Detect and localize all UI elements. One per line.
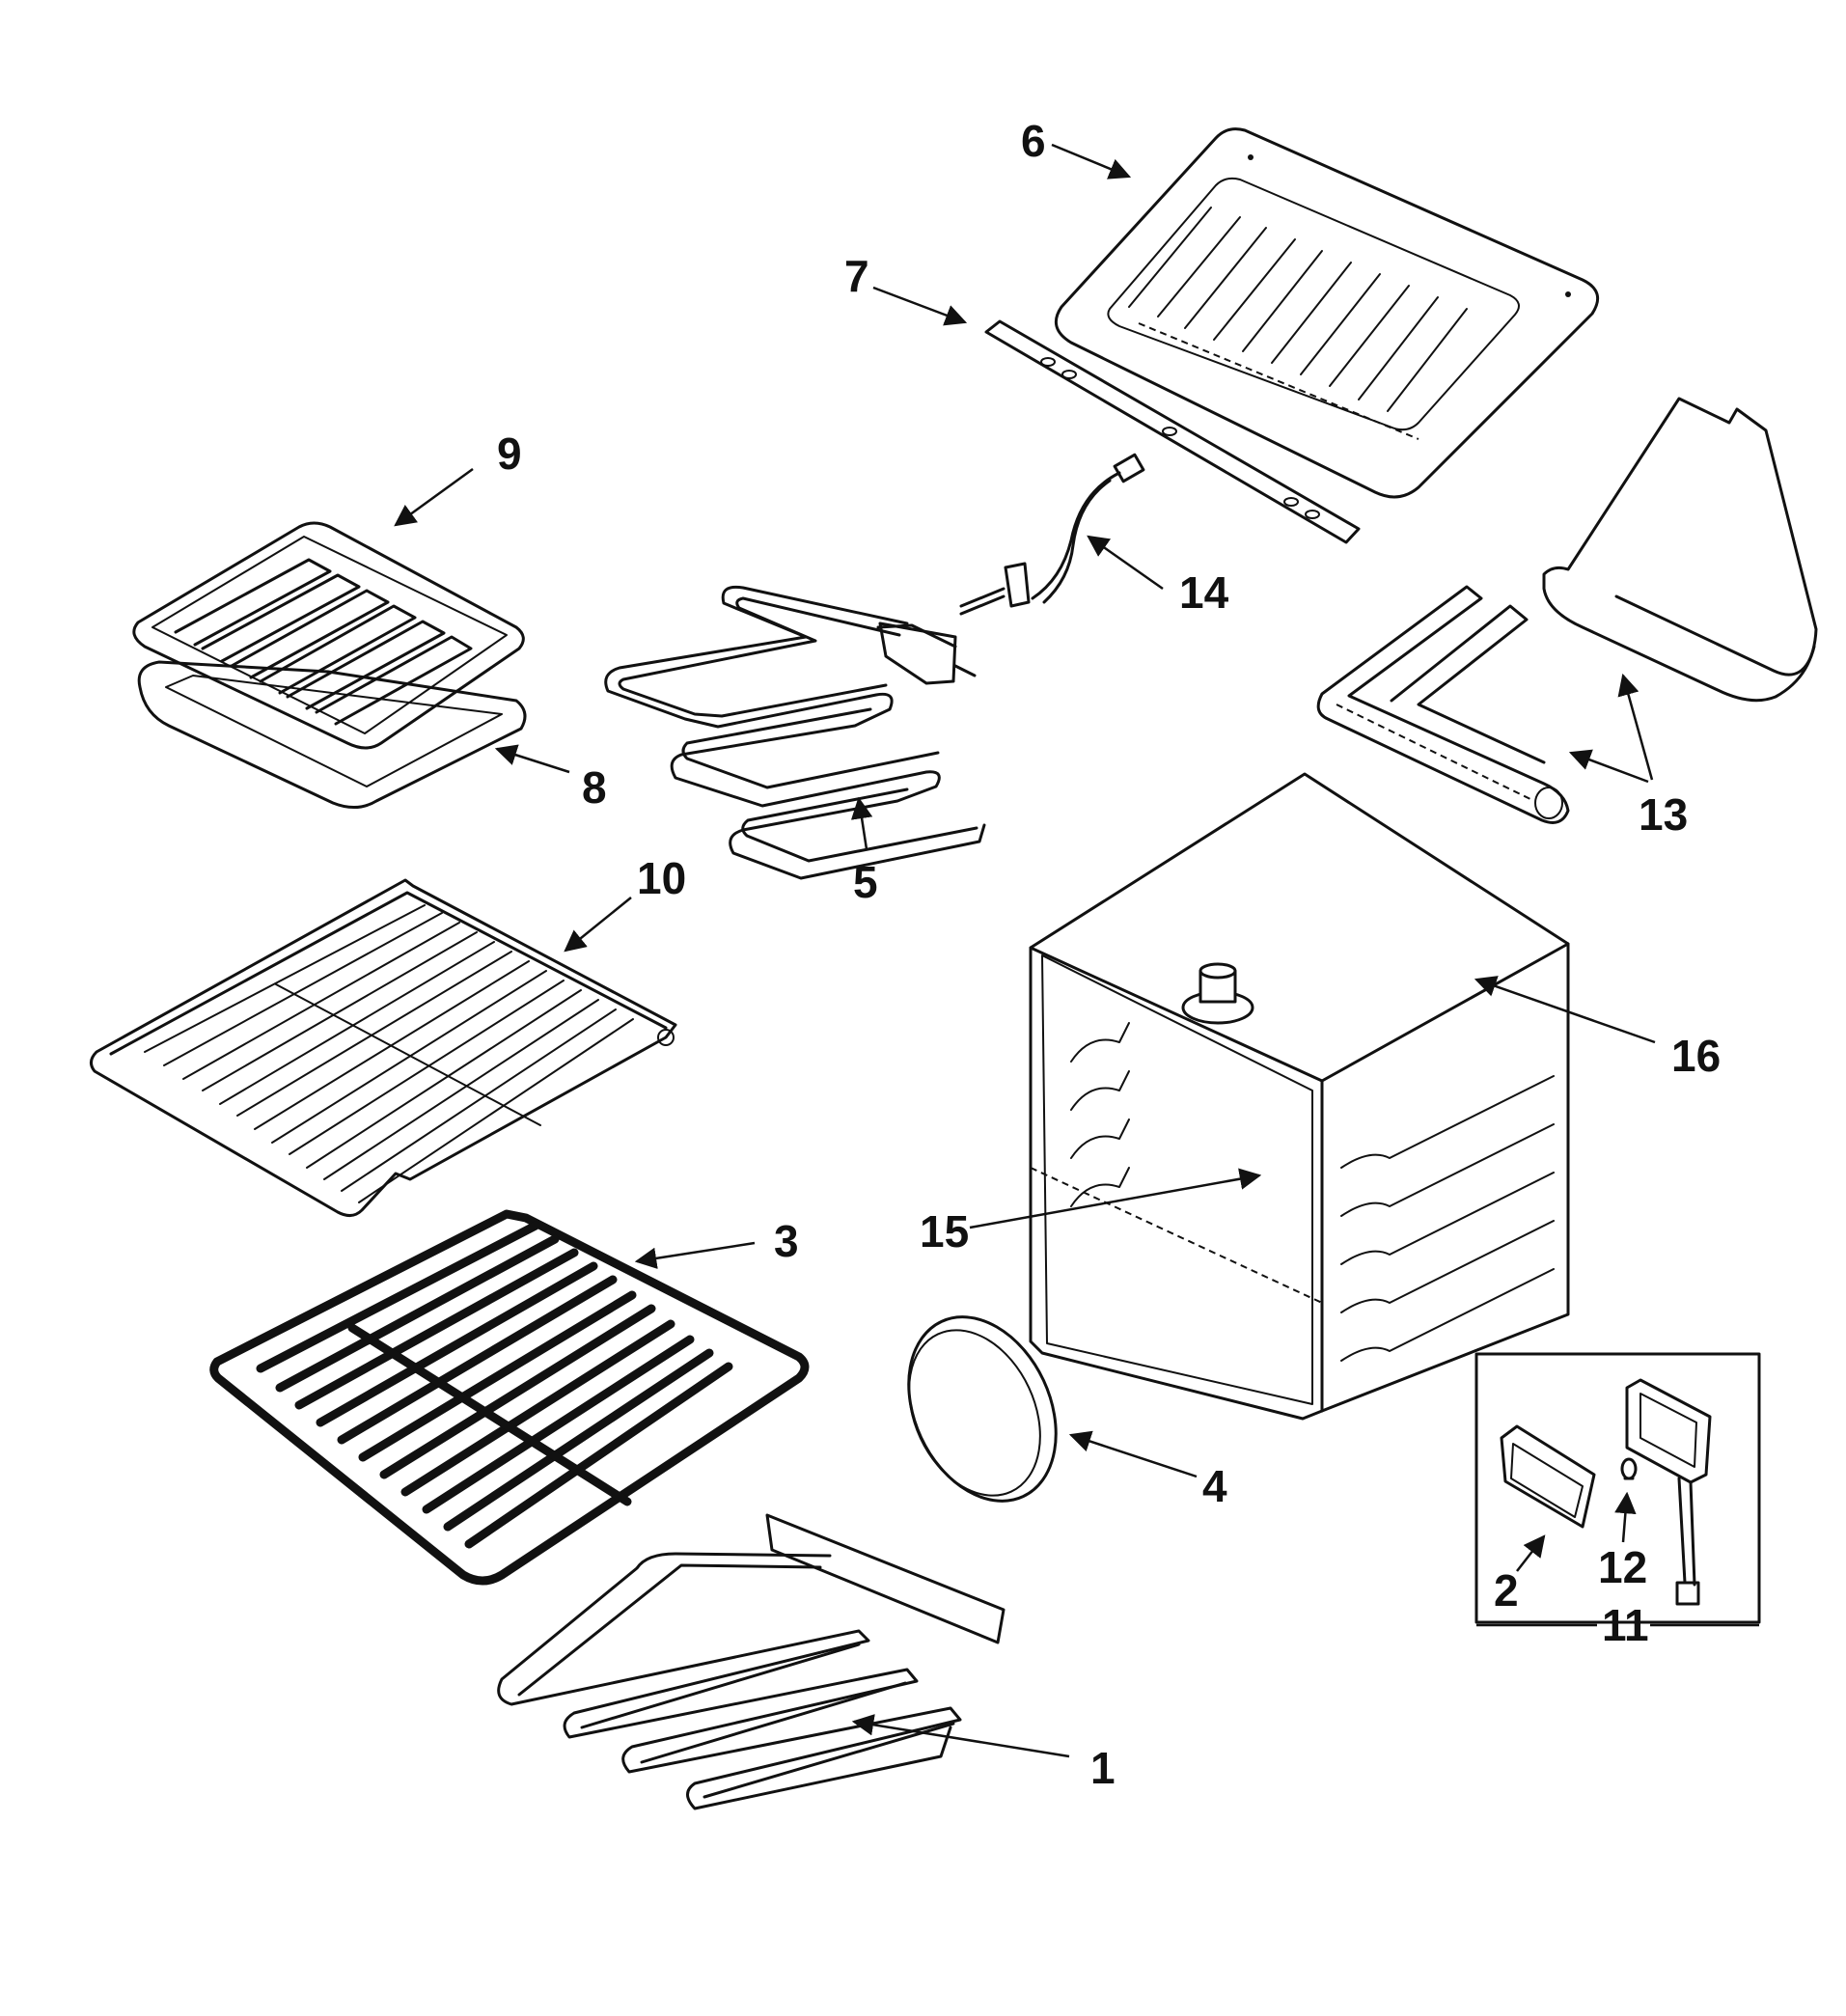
callout-13: 13 <box>1639 789 1688 840</box>
callout-1: 1 <box>1090 1743 1116 1793</box>
callout-4: 4 <box>1202 1461 1227 1511</box>
leader-10 <box>564 897 632 953</box>
callout-7: 7 <box>844 251 869 301</box>
leader-16 <box>1474 976 1656 1044</box>
part-4-round-cover <box>907 1315 1058 1503</box>
callout-16: 16 <box>1671 1031 1721 1081</box>
part-11-light-housing <box>1625 1378 1712 1606</box>
leader-3 <box>634 1241 756 1269</box>
leader-9 <box>394 467 474 527</box>
part-7-mounting-bar <box>984 319 1361 544</box>
callout-labels: 6 7 9 8 14 5 13 10 16 15 3 4 1 2 12 11 <box>497 116 1721 1793</box>
leader-4 <box>1068 1430 1198 1478</box>
inset-box-light-assembly <box>1474 1352 1761 1624</box>
leader-7 <box>872 286 968 326</box>
callout-11: 11 <box>1602 1600 1649 1650</box>
callout-9: 9 <box>497 428 522 479</box>
part-2-light-lens <box>1500 1424 1596 1529</box>
leader-12 <box>1614 1491 1637 1543</box>
part-14-wire-harness <box>959 453 1145 616</box>
part-3-heavy-oven-rack <box>209 1209 810 1586</box>
leader-14 <box>1087 535 1164 591</box>
callout-15: 15 <box>920 1206 969 1257</box>
part-1-bake-element <box>497 1513 1006 1810</box>
leader-lines <box>394 143 1759 1758</box>
part-5-broil-heating-element <box>604 585 986 880</box>
leader-5 <box>850 796 873 850</box>
leader-8 <box>494 744 570 774</box>
part-9-broiler-grid <box>132 521 525 750</box>
leader-13b <box>1617 673 1654 781</box>
leader-15 <box>969 1168 1262 1229</box>
part-8-broiler-pan <box>137 660 527 809</box>
leader-13a <box>1568 749 1649 784</box>
part-10-oven-rack <box>90 878 677 1217</box>
leader-1 <box>851 1714 1070 1758</box>
leader-2 <box>1516 1534 1546 1572</box>
callout-5: 5 <box>853 857 878 907</box>
callout-3: 3 <box>774 1216 799 1266</box>
part-13-insulation <box>1316 397 1818 824</box>
leader-6 <box>1051 143 1132 180</box>
part-15-oven-cavity <box>1029 772 1570 1421</box>
callout-12: 12 <box>1598 1542 1647 1592</box>
part-6-broil-element-plate <box>1054 127 1600 499</box>
callout-8: 8 <box>582 762 607 813</box>
callout-6: 6 <box>1021 116 1046 166</box>
part-16-vent-tube <box>1181 962 1254 1025</box>
part-12-light-bulb <box>1620 1457 1638 1480</box>
callout-2: 2 <box>1494 1565 1519 1616</box>
callout-10: 10 <box>637 853 686 903</box>
callout-14: 14 <box>1179 567 1229 618</box>
